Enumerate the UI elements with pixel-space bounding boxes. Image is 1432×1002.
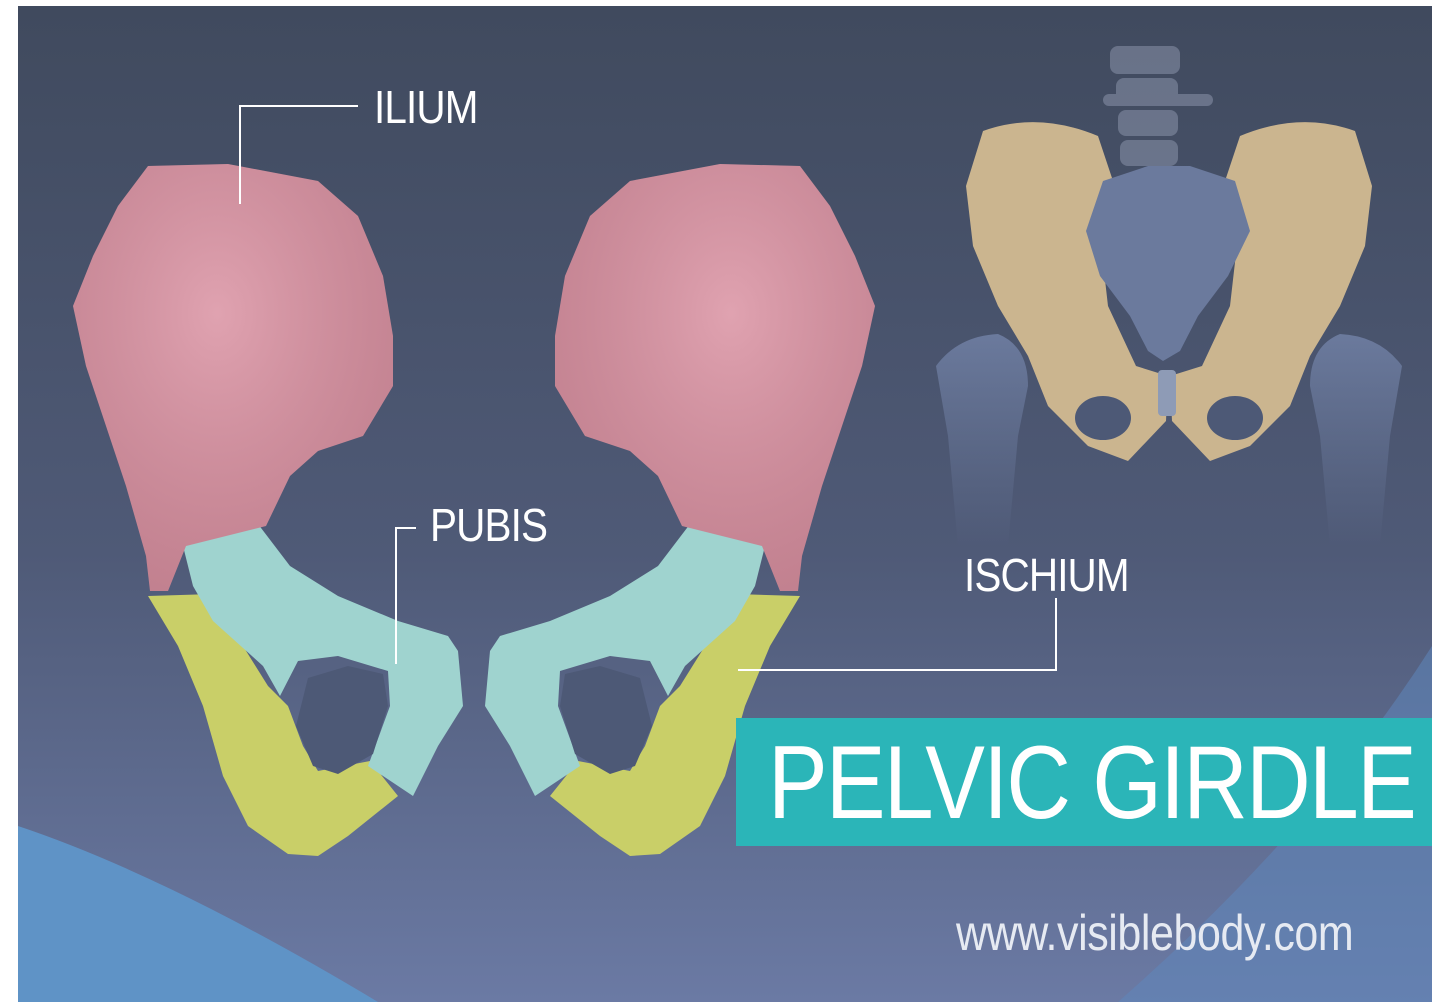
ischium-label: ISCHIUM [964,548,1129,602]
pubic-symphysis [1158,370,1176,416]
left-thumbnail-foramen [1075,396,1131,440]
source-credit: www.visiblebody.com [956,904,1353,962]
pelvic-girdle-illustration: ILIUM PUBIS ISCHIUM PELVIC GIRDLE www.vi… [18,6,1432,1002]
pubis-label: PUBIS [430,498,547,552]
illustration-canvas [18,6,1432,1002]
diagram-title: PELVIC GIRDLE [768,724,1415,843]
ilium-label: ILIUM [374,80,478,134]
right-thumbnail-foramen [1207,396,1263,440]
